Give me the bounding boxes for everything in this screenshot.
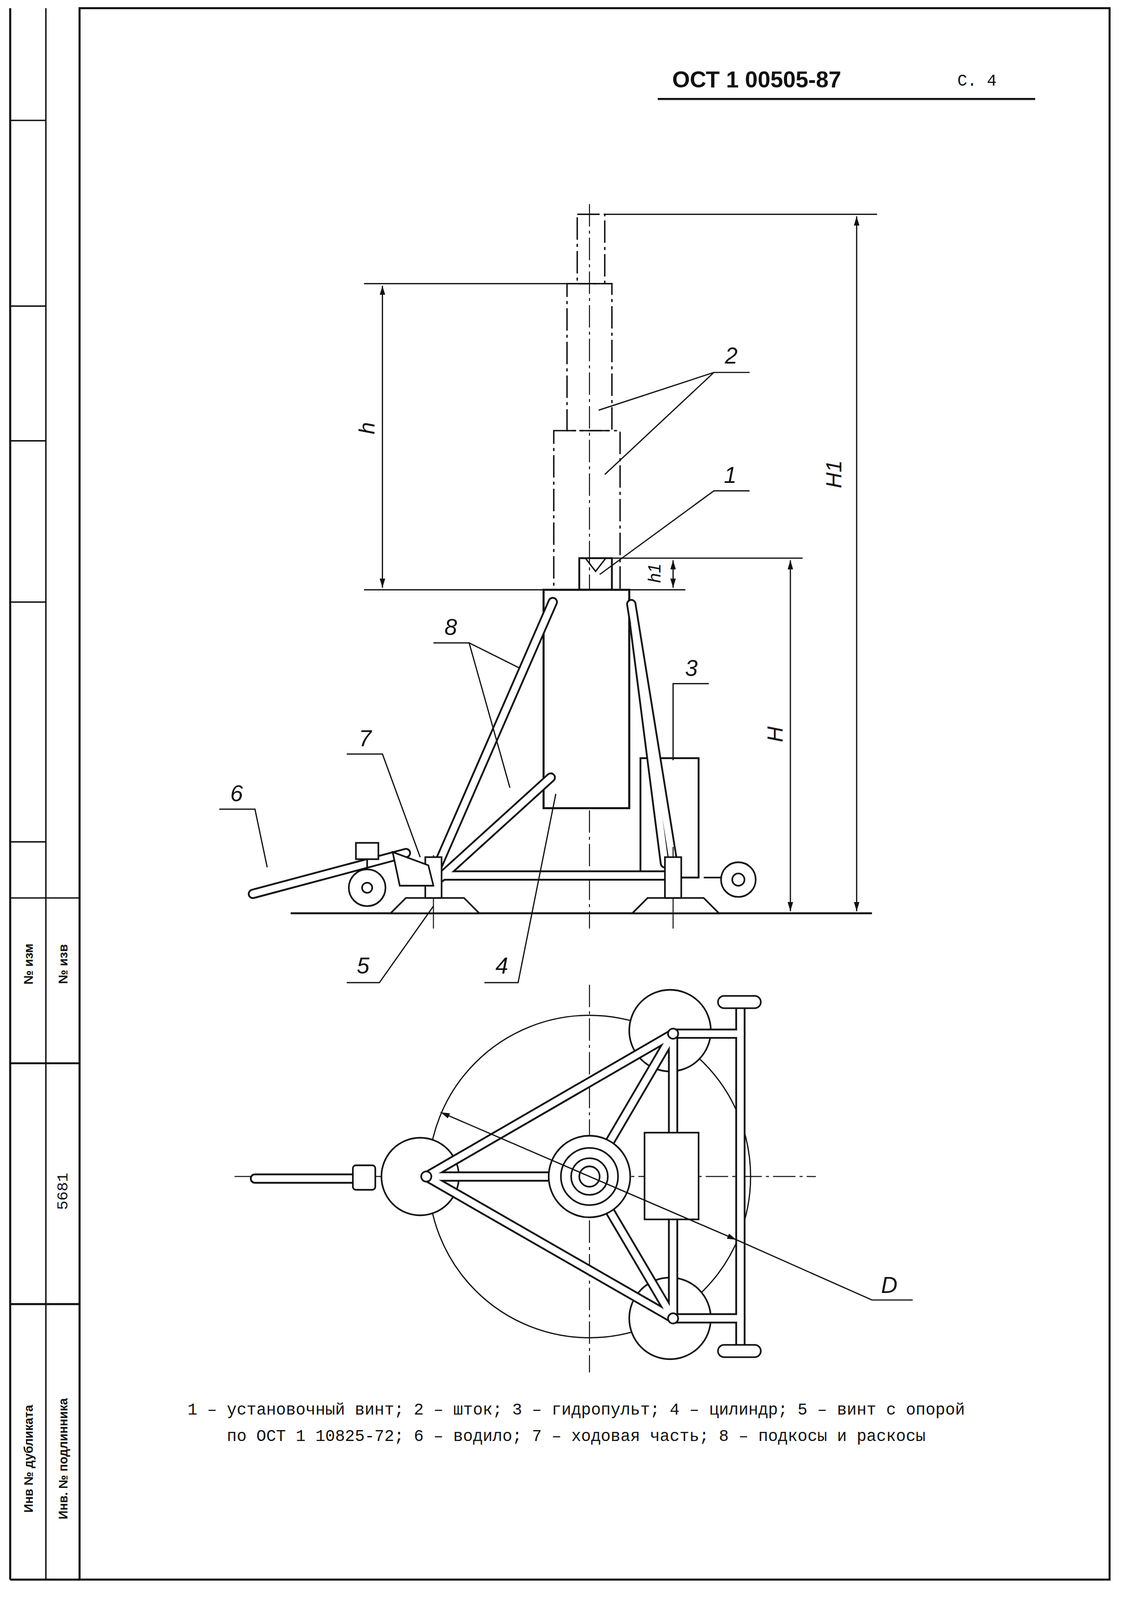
- dimension-label: H1: [822, 458, 846, 490]
- callout-number: 1: [723, 463, 737, 487]
- document-code: ОСТ 1 00505-87: [672, 68, 842, 92]
- page-number: С. 4: [957, 73, 997, 90]
- callout-number: 5: [356, 954, 370, 978]
- dimension-label: H: [763, 724, 788, 745]
- callout-number: 3: [685, 656, 698, 680]
- stamp-text: № изв: [56, 943, 70, 984]
- stamp-text: 5681: [55, 1172, 72, 1210]
- stamp-text: Инв. № подлинника: [56, 1397, 70, 1520]
- callout-number: D: [880, 1273, 898, 1297]
- parts-caption: 1 – установочный винт; 2 – шток; 3 – гид…: [179, 1397, 973, 1450]
- callout-number: 2: [724, 344, 738, 368]
- callout-number: 6: [230, 782, 244, 805]
- callout-number: 8: [444, 615, 458, 639]
- callout-number: 7: [358, 726, 372, 750]
- stamp-text: Инв № дубликата: [22, 1404, 35, 1512]
- stamp-text: № изм: [22, 943, 36, 985]
- callout-number: 4: [495, 954, 509, 978]
- dimension-label: h1: [645, 563, 664, 583]
- dimension-label: h: [355, 420, 379, 437]
